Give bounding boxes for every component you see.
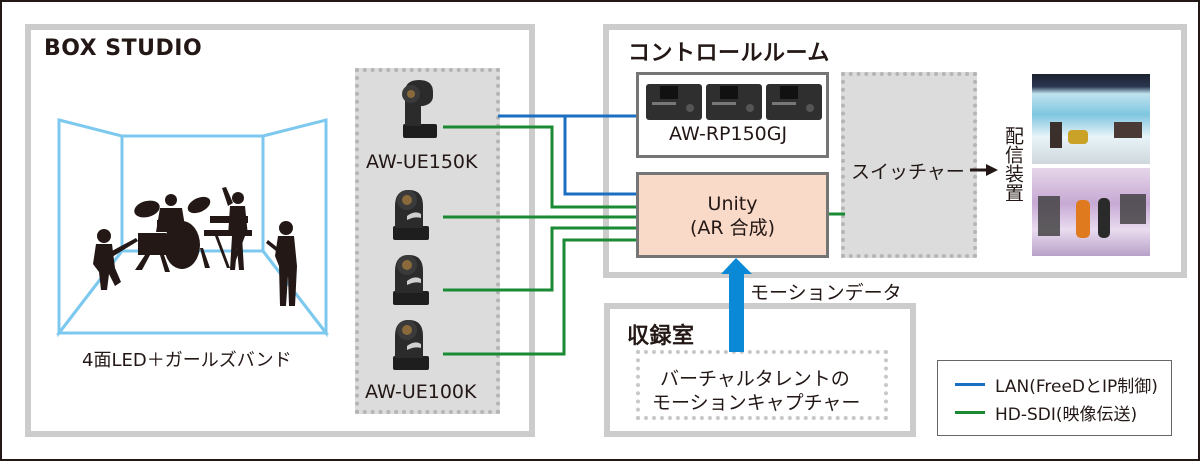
control-room-title: コントロールルーム bbox=[628, 41, 830, 66]
motion-capture-label-line1: バーチャルタレントの bbox=[660, 368, 850, 390]
output-device-label: 配信装置 bbox=[1002, 126, 1024, 202]
legend-label-sdi: HD-SDI(映像伝送) bbox=[995, 405, 1138, 425]
motion-capture-box bbox=[636, 350, 888, 420]
controller-icon-1 bbox=[646, 84, 702, 120]
sdi-line-cam4 bbox=[443, 238, 636, 356]
sdi-line-swatch bbox=[955, 411, 985, 414]
controller-label: AW-RP150GJ bbox=[669, 123, 788, 145]
switcher-label: スイッチャー bbox=[851, 161, 965, 183]
stage-caption: 4面LED＋ガールズバンド bbox=[82, 350, 292, 371]
motion-capture-label-line2: モーションキャプチャー bbox=[652, 392, 861, 414]
motion-data-label: モーションデータ bbox=[750, 282, 902, 304]
output-photo-ar-composite bbox=[1032, 168, 1150, 256]
unity-ar-compositor: Unity (AR 合成) bbox=[636, 172, 829, 258]
sdi-line-cam3 bbox=[443, 226, 636, 292]
legend bbox=[937, 360, 1172, 436]
camera-label-ue150k: AW-UE150K bbox=[366, 151, 478, 173]
lan-line-swatch bbox=[955, 383, 985, 386]
camera-label-ue100k: AW-UE100K bbox=[365, 381, 477, 403]
output-photo-live-band bbox=[1032, 74, 1150, 164]
legend-item-lan: LAN(FreeDとIP制御) bbox=[955, 372, 1158, 397]
legend-label-lan: LAN(FreeDとIP制御) bbox=[995, 377, 1158, 397]
switcher-box bbox=[841, 72, 977, 258]
controller-icon-2 bbox=[706, 84, 762, 120]
arrow-up-icon bbox=[721, 258, 752, 274]
sdi-line-cam1 bbox=[443, 125, 636, 209]
lan-line-to-unity bbox=[563, 116, 636, 196]
unity-sublabel: (AR 合成) bbox=[689, 217, 776, 239]
box-studio-title: BOX STUDIO bbox=[44, 36, 203, 61]
recording-room-title: 収録室 bbox=[627, 324, 695, 349]
controller-icon-3 bbox=[766, 84, 822, 120]
legend-item-sdi: HD-SDI(映像伝送) bbox=[955, 400, 1137, 425]
band-silhouette-icon bbox=[93, 187, 297, 306]
unity-label: Unity bbox=[707, 193, 758, 215]
arrow-right-icon bbox=[986, 164, 998, 176]
camera-icon-ue150k bbox=[402, 80, 437, 138]
